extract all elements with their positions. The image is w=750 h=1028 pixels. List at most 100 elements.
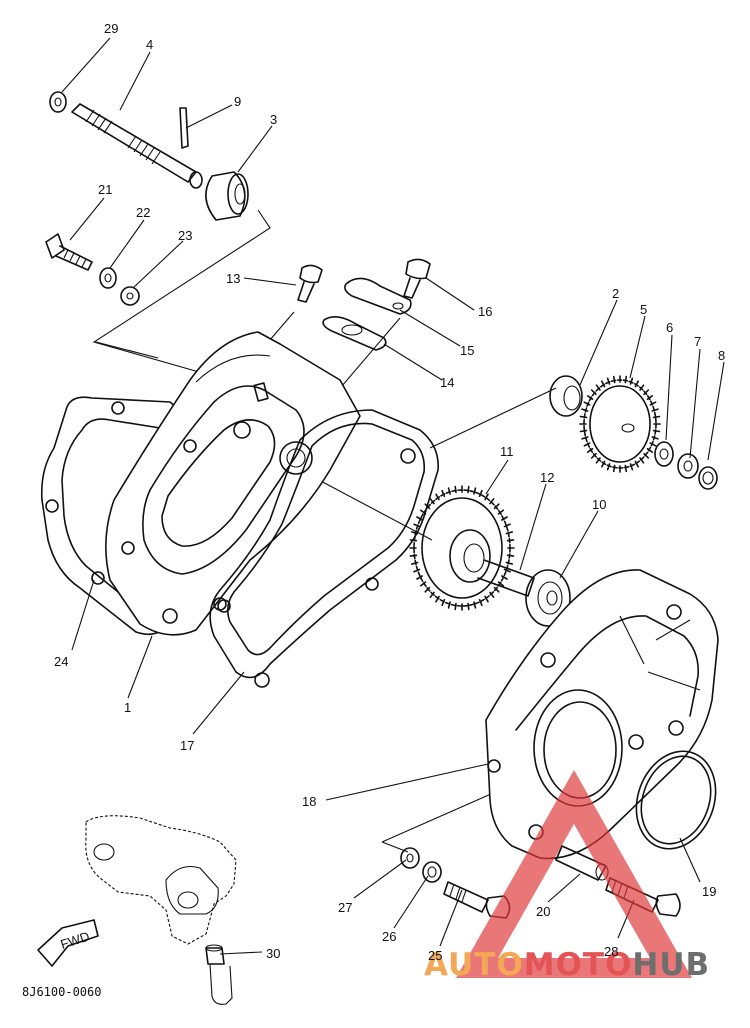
callout-23: 23	[178, 228, 192, 243]
callout-6: 6	[666, 320, 673, 335]
gear-5-teeth-tooth	[606, 463, 611, 471]
gear-11-teeth-tooth	[424, 503, 431, 510]
shaft-assembly	[49, 91, 249, 221]
watermark-triangle-icon	[456, 770, 692, 978]
gear-11-teeth-tooth	[501, 516, 508, 521]
gear-5-teeth-tooth	[595, 457, 601, 464]
callout-10: 10	[592, 497, 606, 512]
callout-20: 20	[536, 904, 550, 919]
watermark-part2: MOTO	[524, 947, 633, 983]
callout-7: 7	[694, 334, 701, 349]
callout-24: 24	[54, 654, 68, 669]
callout-14: 14	[440, 375, 454, 390]
callout-12: 12	[540, 470, 554, 485]
gear-11-teeth-tooth	[454, 602, 457, 611]
gear-5-teeth-tooth	[646, 447, 654, 454]
gear-11-teeth-tooth	[441, 598, 446, 607]
gear-11-teeth-tooth	[447, 601, 451, 609]
gear-11-teeth-tooth	[409, 539, 418, 542]
gear-11-teeth-tooth	[413, 523, 421, 528]
callout-15: 15	[460, 343, 474, 358]
gear-11-teeth-tooth	[416, 516, 423, 521]
gear-11-teeth-tooth	[447, 487, 451, 495]
gear-5-teeth-tooth	[606, 377, 611, 385]
gear-11-teeth-tooth	[435, 595, 440, 603]
gear-11-teeth-tooth	[497, 509, 505, 515]
callout-1: 1	[124, 700, 131, 715]
svg-text:AUTOMOTOHUB: AUTOMOTOHUB	[424, 947, 710, 983]
bolt-21-washers	[45, 233, 140, 306]
gear-11-teeth-tooth	[505, 561, 514, 565]
callout-19: 19	[702, 884, 716, 899]
callout-18: 18	[302, 794, 316, 809]
leader-lines	[61, 37, 725, 955]
gear-5-teeth-tooth	[651, 408, 659, 412]
gear-5-teeth-tooth	[652, 429, 661, 433]
gear-5-teeth-tooth	[612, 375, 616, 384]
gear-5-teeth-tooth	[652, 415, 661, 419]
gear-11-teeth-tooth	[489, 498, 495, 505]
gear-11-teeth-tooth	[484, 493, 489, 501]
callout-22: 22	[136, 205, 150, 220]
gear-11-teeth-tooth	[410, 531, 419, 535]
gear-5-teeth-tooth	[595, 384, 601, 391]
callout-4: 4	[146, 37, 153, 52]
gear-5-teeth-tooth	[586, 394, 594, 401]
callout-8: 8	[718, 348, 725, 363]
gear-11-teeth-tooth	[413, 568, 421, 573]
gear-11-teeth-tooth	[503, 568, 511, 573]
gear-11-teeth-tooth	[497, 581, 505, 587]
gear-11-teeth-tooth	[478, 489, 483, 498]
callout-25: 25	[428, 948, 442, 963]
gear-5-teeth-tooth	[649, 401, 657, 406]
callout-11: 11	[500, 444, 514, 459]
gear-5-teeth-tooth	[639, 457, 645, 464]
gear-11-teeth-tooth	[429, 498, 435, 505]
gear-5-teeth-tooth	[583, 442, 591, 447]
gear-11-teeth-tooth	[506, 554, 515, 557]
gear-11-teeth-tooth	[467, 602, 470, 611]
gear-5-teeth-tooth	[643, 389, 650, 396]
o-ring-19	[635, 750, 717, 850]
callout-16: 16	[478, 304, 492, 319]
drawing-code: 8J6100-0060	[22, 985, 101, 999]
cover-18	[485, 569, 719, 860]
gear-11-shaft	[413, 489, 571, 627]
watermark-part1: AUTO	[424, 947, 524, 983]
gear-5-teeth-tooth	[601, 460, 606, 468]
callout-30: 30	[266, 946, 280, 961]
fwd-arrow-icon: FWD	[37, 919, 99, 967]
gasket-17	[209, 409, 439, 688]
gear-11-teeth-tooth	[503, 523, 511, 528]
gear-5-teeth	[579, 375, 661, 473]
gear-11-teeth-tooth	[473, 601, 477, 609]
callout-17: 17	[180, 738, 194, 753]
gear-5-teeth-tooth	[583, 401, 591, 406]
callout-27: 27	[338, 900, 352, 915]
callout-9: 9	[234, 94, 241, 109]
gear-11-teeth-tooth	[435, 493, 440, 501]
callout-2: 2	[612, 286, 619, 301]
callout-21: 21	[98, 182, 112, 197]
callout-3: 3	[270, 112, 277, 127]
gear-5-teeth-tooth	[579, 415, 588, 419]
gear-11-teeth-tooth	[484, 595, 489, 603]
gear-11-teeth-tooth	[501, 575, 508, 580]
gear-11-teeth-tooth	[416, 575, 423, 580]
gear-5-teeth-tooth	[601, 380, 606, 388]
callout-29: 29	[104, 21, 118, 36]
gear-5-teeth-tooth	[651, 436, 659, 440]
gear-11-teeth-tooth	[454, 485, 457, 494]
callout-13: 13	[226, 271, 240, 286]
gear-11-teeth-tooth	[410, 561, 419, 565]
gear-11-teeth-tooth	[473, 487, 477, 495]
gear-5-teeth-tooth	[639, 384, 645, 391]
gear-5-teeth-tooth	[612, 464, 616, 473]
watermark-part3: HUB	[632, 947, 710, 983]
callout-28: 28	[604, 944, 618, 959]
gear-5-teeth-tooth	[643, 452, 650, 459]
gear-11-teeth-tooth	[419, 509, 427, 515]
gear-5-teeth-tooth	[586, 447, 594, 454]
gear-11-teeth-tooth	[467, 485, 470, 494]
